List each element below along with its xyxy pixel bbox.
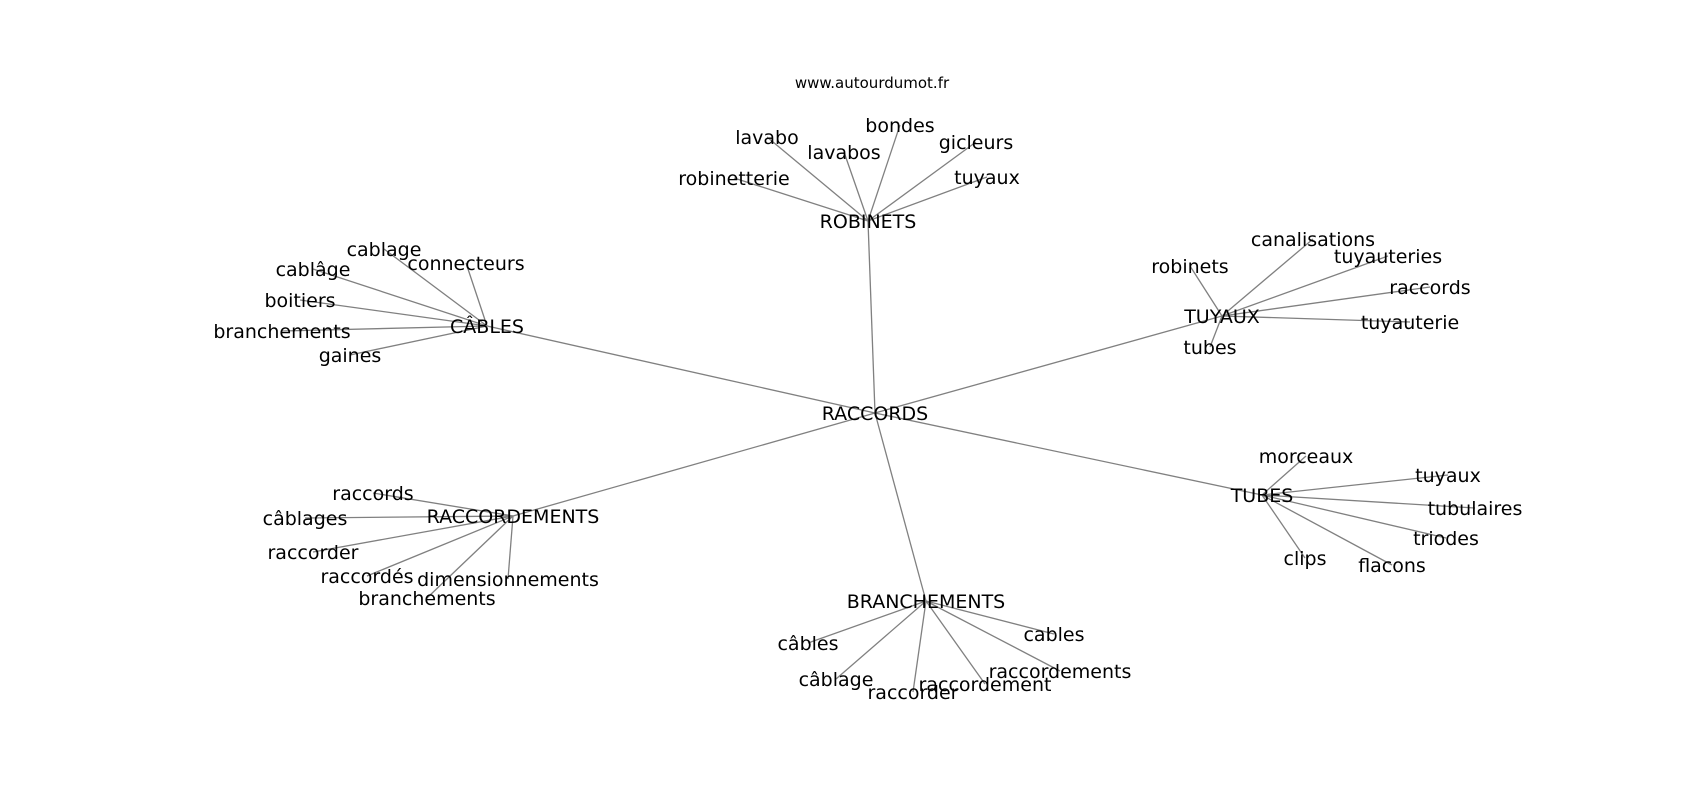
source-label: www.autourdumot.fr xyxy=(795,74,950,92)
edge-branch-5-leaf-5 xyxy=(912,600,927,693)
edge-branch-1-leaf-4 xyxy=(281,325,488,332)
edge-branch-1-leaf-1 xyxy=(465,262,488,327)
edge-branch-4-leaf-5 xyxy=(1261,494,1306,559)
edge-branch-2-leaf-4 xyxy=(1221,315,1411,323)
leaf-node-2-0: robinets xyxy=(1151,256,1228,278)
leaf-node-5-5: raccorder xyxy=(867,682,958,704)
edge-branch-1-leaf-0 xyxy=(383,248,488,327)
edge-branch-3-leaf-3 xyxy=(366,515,514,577)
leaf-node-4-3: triodes xyxy=(1413,528,1479,550)
edge-branch-4-leaf-3 xyxy=(1261,494,1447,539)
leaf-node-1-5: gaines xyxy=(319,345,382,367)
branch-node-5: BRANCHEMENTS xyxy=(847,591,1006,613)
edge-center-5 xyxy=(874,412,927,602)
leaf-node-4-4: flacons xyxy=(1358,555,1426,577)
leaf-node-1-3: boitiers xyxy=(264,290,335,312)
edge-branch-1-leaf-5 xyxy=(349,325,488,356)
branch-node-1: CÂBLES xyxy=(450,315,524,338)
edge-branch-0-leaf-5 xyxy=(867,176,988,222)
leaf-node-0-0: robinetterie xyxy=(678,168,789,190)
branch-node-2: TUYAUX xyxy=(1183,306,1260,328)
leaf-node-2-1: canalisations xyxy=(1251,229,1375,251)
leaf-node-5-4: raccordement xyxy=(919,674,1052,696)
edge-branch-4-leaf-1 xyxy=(1261,474,1449,496)
branch-node-3: RACCORDEMENTS xyxy=(427,506,600,528)
leaf-node-0-2: lavabos xyxy=(807,142,880,164)
leaf-node-2-4: tuyauterie xyxy=(1361,312,1459,334)
edge-center-1 xyxy=(486,325,876,414)
edge-branch-0-leaf-4 xyxy=(867,141,977,222)
edge-branch-5-leaf-0 xyxy=(807,600,927,644)
edge-branch-2-leaf-2 xyxy=(1221,255,1389,317)
leaf-node-4-2: tubulaires xyxy=(1428,498,1523,520)
branch-node-0: ROBINETS xyxy=(820,211,917,233)
leaf-node-3-3: raccordés xyxy=(320,566,413,588)
leaf-node-3-4: dimensionnements xyxy=(417,569,599,591)
edge-branch-3-leaf-2 xyxy=(312,515,514,553)
edge-branch-0-leaf-1 xyxy=(766,136,869,222)
edge-branch-2-leaf-0 xyxy=(1189,265,1223,317)
leaf-node-0-3: bondes xyxy=(865,115,934,137)
edge-branch-3-leaf-5 xyxy=(426,515,514,599)
leaf-node-3-1: câblages xyxy=(263,508,348,530)
edge-branch-1-leaf-3 xyxy=(299,299,488,327)
edge-branch-5-leaf-1 xyxy=(925,600,1055,635)
leaf-node-1-2: cablâge xyxy=(276,259,351,281)
edge-branch-4-leaf-2 xyxy=(1261,494,1476,509)
leaf-node-5-3: raccordements xyxy=(989,661,1132,683)
edge-center-3 xyxy=(512,412,876,517)
branch-node-4: TUBES xyxy=(1230,485,1294,507)
edge-branch-0-leaf-0 xyxy=(733,177,869,222)
leaf-node-0-5: tuyaux xyxy=(954,167,1020,189)
edge-branch-2-leaf-3 xyxy=(1221,286,1431,317)
leaf-node-2-3: raccords xyxy=(1389,277,1470,299)
leaf-node-4-0: morceaux xyxy=(1259,446,1354,468)
edge-branch-4-leaf-0 xyxy=(1261,455,1307,496)
edge-branch-0-leaf-2 xyxy=(843,151,869,222)
label-layer: www.autourdumot.fr RACCORDS ROBINETS robin… xyxy=(213,74,1522,704)
leaf-node-1-1: connecteurs xyxy=(407,253,524,275)
leaf-node-3-0: raccords xyxy=(332,483,413,505)
leaf-node-5-0: câbles xyxy=(777,633,838,655)
center-node: RACCORDS xyxy=(822,403,928,425)
leaf-node-3-2: raccorder xyxy=(267,542,358,564)
edge-branch-5-leaf-2 xyxy=(835,600,927,680)
leaf-node-3-5: branchements xyxy=(358,588,495,610)
leaf-node-1-0: cablage xyxy=(347,239,422,261)
leaf-node-1-4: branchements xyxy=(213,321,350,343)
edge-branch-2-leaf-1 xyxy=(1221,238,1314,317)
edge-branch-1-leaf-2 xyxy=(312,268,488,327)
edge-layer xyxy=(281,124,1476,693)
edge-branch-0-leaf-3 xyxy=(867,124,901,222)
leaf-node-4-5: clips xyxy=(1284,548,1327,570)
edge-branch-3-leaf-0 xyxy=(372,492,514,517)
edge-center-0 xyxy=(867,220,876,414)
leaf-node-2-2: tuyauteries xyxy=(1334,246,1442,268)
edge-branch-5-leaf-3 xyxy=(925,600,1061,672)
leaf-node-2-5: tubes xyxy=(1183,337,1236,359)
edge-branch-3-leaf-1 xyxy=(304,515,514,519)
leaf-node-0-1: lavabo xyxy=(735,127,799,149)
leaf-node-0-4: gicleurs xyxy=(939,132,1014,154)
edge-branch-4-leaf-4 xyxy=(1261,494,1393,566)
leaf-node-5-1: cables xyxy=(1023,624,1084,646)
edge-center-2 xyxy=(874,315,1223,414)
edge-branch-2-leaf-5 xyxy=(1209,315,1223,348)
edge-branch-3-leaf-4 xyxy=(507,515,514,580)
edge-branch-5-leaf-4 xyxy=(925,600,986,685)
leaf-node-4-1: tuyaux xyxy=(1415,465,1481,487)
edge-center-4 xyxy=(874,412,1263,496)
leaf-node-5-2: câblage xyxy=(799,669,874,691)
